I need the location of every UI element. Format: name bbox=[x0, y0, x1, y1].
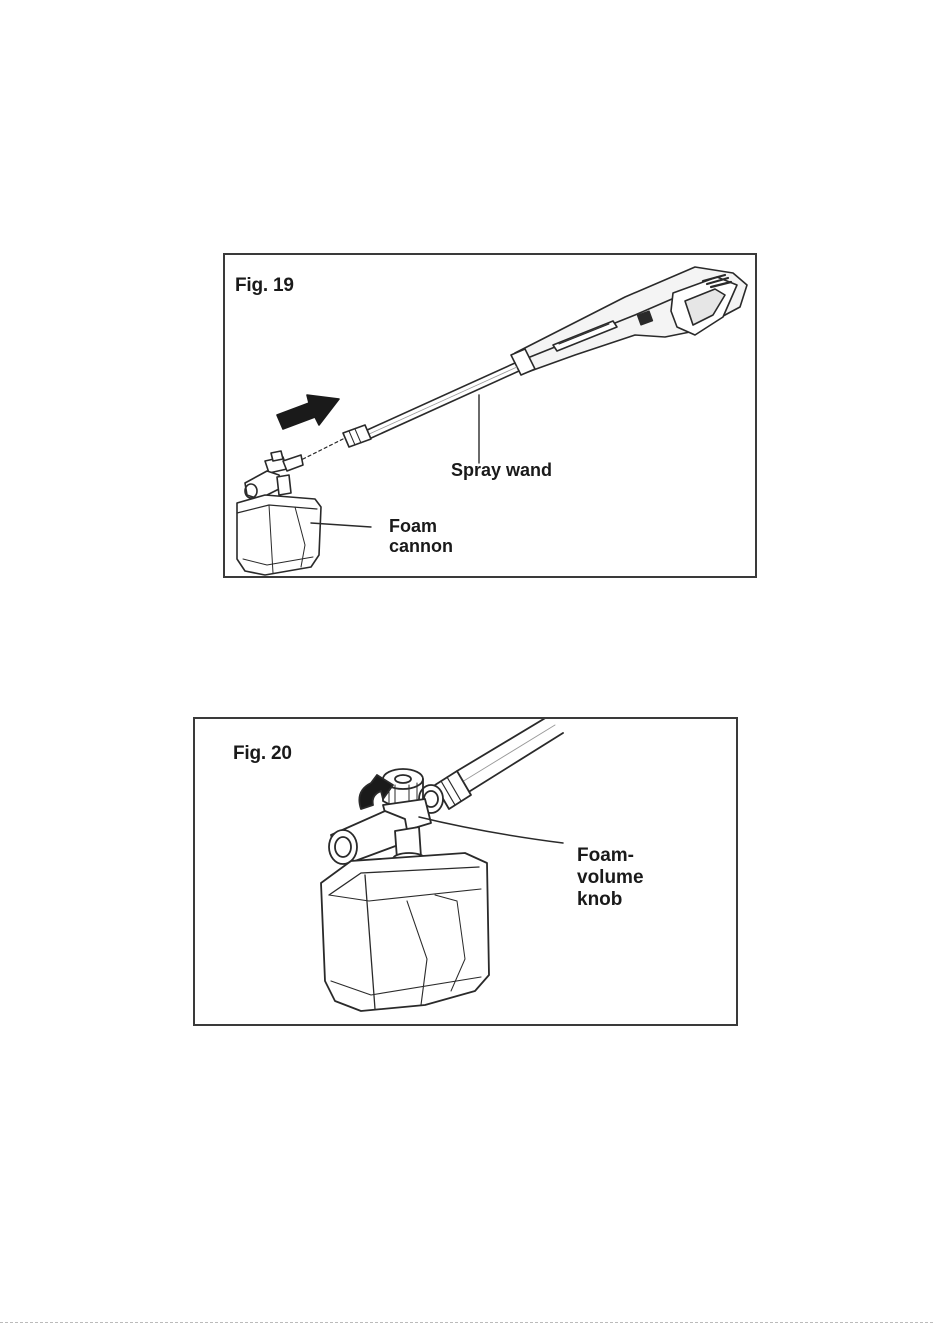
knob-label-line1: Foam- bbox=[577, 845, 644, 867]
foam-cannon-label-line2: cannon bbox=[389, 537, 453, 557]
page-bottom-dashed-rule bbox=[0, 1322, 933, 1323]
knob-label-line2: volume bbox=[577, 867, 644, 889]
spray-wand-and-foam-cannon-illustration bbox=[225, 255, 757, 578]
foam-cannon-label: Foam cannon bbox=[389, 517, 453, 557]
foam-volume-knob-label: Foam- volume knob bbox=[577, 845, 644, 911]
wand-lance bbox=[419, 719, 563, 813]
foam-cannon-closeup-illustration bbox=[195, 719, 738, 1026]
foam-bottle bbox=[321, 853, 489, 1011]
spray-wand-label: Spray wand bbox=[451, 461, 552, 481]
foam-cannon-label-line1: Foam bbox=[389, 517, 453, 537]
push-arrow-icon bbox=[277, 395, 339, 429]
figure-20: Fig. 20 bbox=[193, 717, 738, 1026]
wand-lance bbox=[343, 363, 519, 447]
foam-cannon-head bbox=[329, 799, 431, 865]
spray-gun bbox=[511, 267, 747, 375]
foam-cannon bbox=[237, 451, 321, 575]
knob-label-line3: knob bbox=[577, 889, 644, 911]
figure-19: Fig. 19 bbox=[223, 253, 757, 578]
